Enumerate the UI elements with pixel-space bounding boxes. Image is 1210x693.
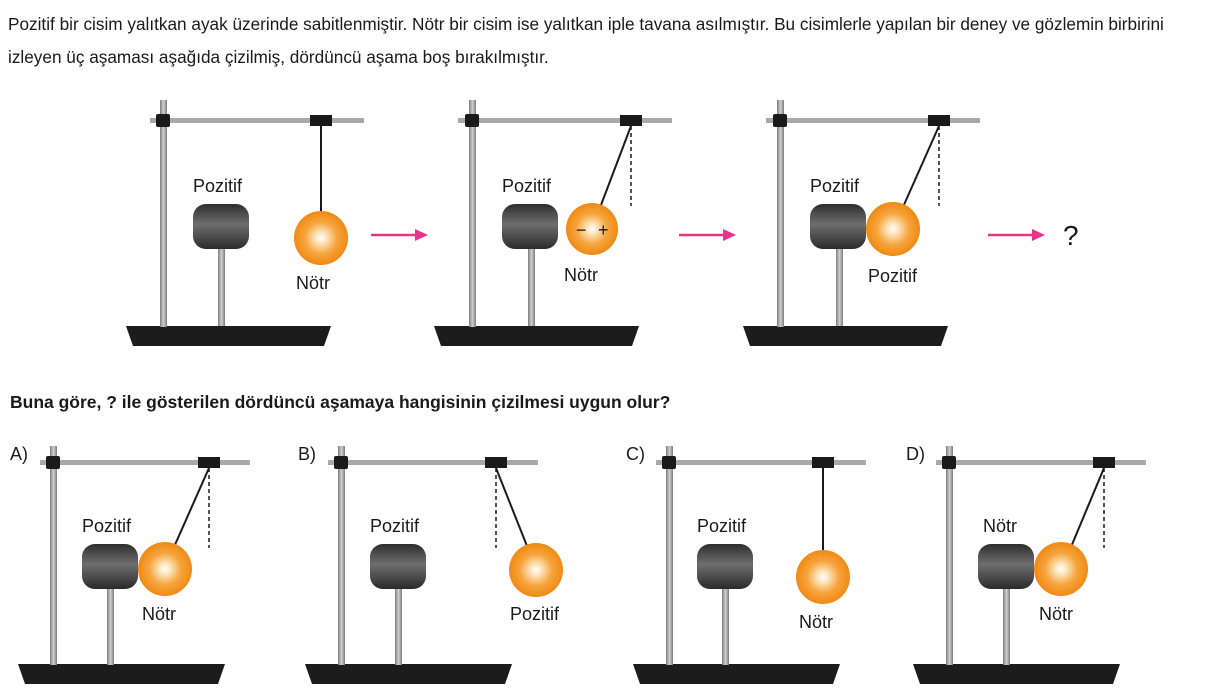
stand-pole [946, 446, 953, 665]
option-d[interactable]: D) Nötr Nötr [906, 444, 1146, 684]
ball-label: Nötr [296, 273, 330, 293]
negative-charge-sign: − [576, 220, 587, 240]
positive-charge-sign: + [598, 220, 609, 240]
ball-label: Pozitif [510, 604, 560, 624]
ball-label: Nötr [142, 604, 176, 624]
option-letter: A) [10, 444, 28, 464]
thread [173, 467, 210, 548]
ball-label: Nötr [799, 612, 833, 632]
stand-pole [666, 446, 673, 665]
clamp-left [942, 456, 956, 469]
clamp-left [334, 456, 348, 469]
polarized-ball [566, 203, 618, 255]
clamp-right [1093, 457, 1115, 468]
stand-arm [936, 460, 1146, 465]
block-label: Pozitif [82, 516, 132, 536]
stand-base [18, 664, 225, 684]
stand-base [126, 326, 331, 346]
insulating-stand-post [836, 246, 843, 326]
block-label: Pozitif [502, 176, 552, 196]
stand-arm [150, 118, 364, 123]
stand-base [434, 326, 639, 346]
clamp-right [485, 457, 507, 468]
arrow-head [415, 229, 428, 241]
stand-arm [458, 118, 672, 123]
positive-block [697, 544, 753, 589]
thread [495, 467, 528, 547]
thread [902, 125, 940, 208]
arrow-head [1032, 229, 1045, 241]
stage-3: Pozitif Pozitif [743, 100, 980, 346]
thread [1070, 467, 1105, 548]
stand-pole [160, 100, 167, 327]
stand-pole [469, 100, 476, 327]
clamp-left [46, 456, 60, 469]
block-label: Pozitif [193, 176, 243, 196]
stand-arm [766, 118, 980, 123]
option-letter: C) [626, 444, 645, 464]
insulating-stand-post [528, 246, 535, 326]
positive-block [193, 204, 249, 249]
charged-ball [866, 202, 920, 256]
insulating-stand-post [1003, 586, 1010, 665]
option-b[interactable]: B) Pozitif Pozitif [298, 444, 563, 684]
stand-pole [777, 100, 784, 327]
positive-block [810, 204, 866, 249]
insulating-stand-post [395, 586, 402, 665]
option-a[interactable]: A) Pozitif Nötr [10, 444, 250, 684]
clamp-left [662, 456, 676, 469]
stand-pole [50, 446, 57, 665]
block-label: Nötr [983, 516, 1017, 536]
ball [796, 550, 850, 604]
stand-base [913, 664, 1120, 684]
clamp-left [773, 114, 787, 127]
clamp-left [465, 114, 479, 127]
block-label: Pozitif [370, 516, 420, 536]
unknown-stage-symbol: ? [1063, 220, 1079, 251]
clamp-right [812, 457, 834, 468]
stand-arm [328, 460, 538, 465]
positive-block [502, 204, 558, 249]
stage-2: − + Pozitif Nötr [434, 100, 672, 346]
thread [600, 125, 632, 206]
clamp-left [156, 114, 170, 127]
option-letter: B) [298, 444, 316, 464]
insulating-stand-post [722, 586, 729, 665]
intro-text: Pozitif bir cisim yalıtkan ayak üzerinde… [8, 14, 1164, 67]
ball [1034, 542, 1088, 596]
neutral-block [978, 544, 1034, 589]
block-label: Pozitif [697, 516, 747, 536]
ball-label: Nötr [564, 265, 598, 285]
positive-block [82, 544, 138, 589]
ball-label: Nötr [1039, 604, 1073, 624]
arrow-2 [679, 229, 736, 241]
insulating-stand-post [218, 246, 225, 326]
stand-pole [338, 446, 345, 665]
clamp-right [310, 115, 332, 126]
clamp-right [198, 457, 220, 468]
neutral-ball [294, 211, 348, 265]
insulating-stand-post [107, 586, 114, 665]
stand-arm [656, 460, 866, 465]
option-c[interactable]: C) Pozitif Nötr [626, 444, 866, 684]
stand-base [633, 664, 840, 684]
block-label: Pozitif [810, 176, 860, 196]
arrow-1 [371, 229, 428, 241]
stage-1: Pozitif Nötr [126, 100, 364, 346]
clamp-right [620, 115, 642, 126]
arrow-3 [988, 229, 1045, 241]
stand-base [305, 664, 512, 684]
arrow-head [723, 229, 736, 241]
ball [138, 542, 192, 596]
stand-base [743, 326, 948, 346]
question-text: Buna göre, ? ile gösterilen dördüncü aşa… [10, 392, 671, 412]
clamp-right [928, 115, 950, 126]
positive-block [370, 544, 426, 589]
ball-label: Pozitif [868, 266, 918, 286]
option-letter: D) [906, 444, 925, 464]
ball [509, 543, 563, 597]
stand-arm [40, 460, 250, 465]
